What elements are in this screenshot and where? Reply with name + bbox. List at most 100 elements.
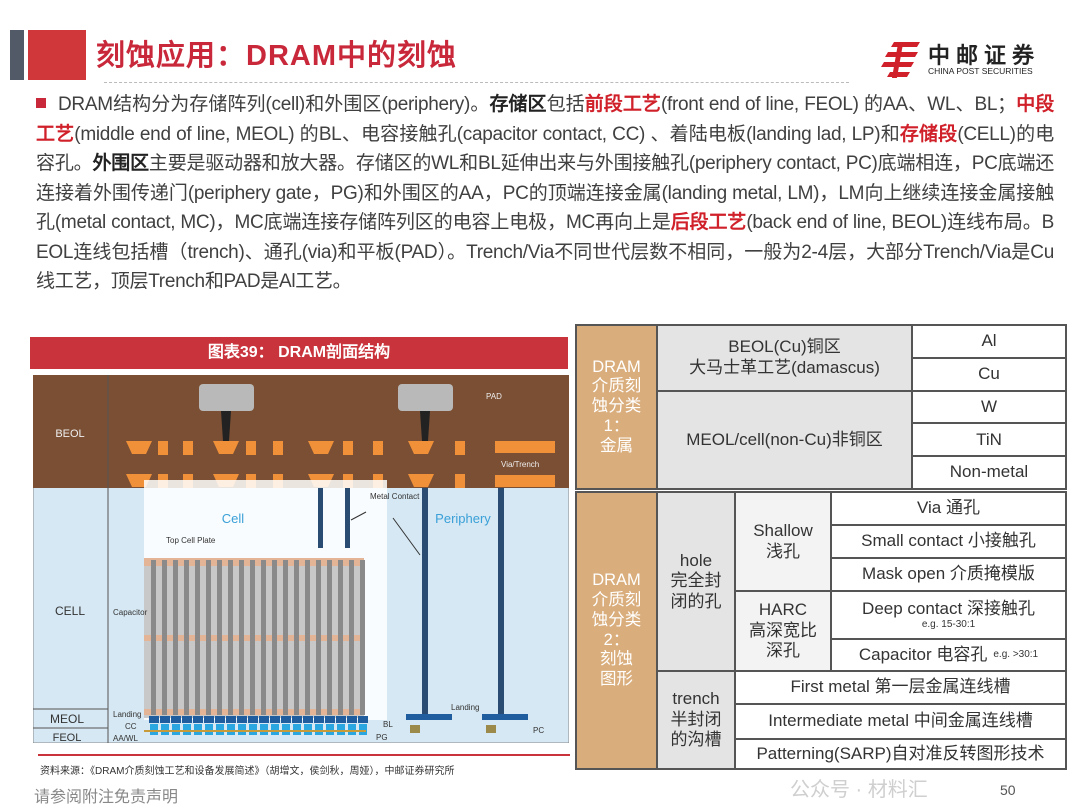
body-text: DRAM结构分为存储阵列(cell)和外围区(periphery)。 (58, 94, 490, 115)
pattern-classification-table: DRAM 介质刻 蚀分类 2： 刻蚀 图形 hole 完全封 闭的孔 Shall… (575, 491, 1067, 770)
pad (199, 384, 254, 411)
cell-contact (227, 724, 235, 735)
arrow-line (350, 511, 367, 521)
cell-contact (260, 724, 268, 735)
cell-contact (194, 724, 202, 735)
intermediate-metal-cell: Intermediate metal 中间金属连线槽 (736, 705, 1065, 738)
copper-trench (455, 474, 465, 488)
capacitor-column (261, 560, 266, 715)
metal-non-metal: Non-metal (913, 457, 1065, 488)
label-pg: PG (376, 733, 388, 742)
hole-cell: hole 完全封 闭的孔 (658, 493, 734, 670)
page-title: 刻蚀应用：DRAM中的刻蚀 (96, 40, 457, 72)
watermark: 公众号 · 材料汇 (790, 779, 928, 801)
label-top_cell_plate: Top Cell Plate (166, 536, 216, 545)
landing-pad (259, 716, 269, 723)
capacitor-column (195, 560, 200, 715)
landing-pad (248, 716, 258, 723)
capacitor-cell: Capacitor 电容孔 e.g. >30:1 (832, 640, 1065, 670)
harc-text: HARC 高深宽比 深孔 (749, 600, 817, 661)
metal-w: W (913, 391, 1065, 423)
cell-contact (337, 724, 345, 735)
body-paragraph: DRAM结构分为存储阵列(cell)和外围区(periphery)。存储区包括前… (36, 90, 1054, 297)
landing-pad (226, 716, 236, 723)
label-feol: FEOL (53, 732, 82, 743)
beol-region (33, 375, 569, 488)
highlight-term: 前段工艺 (584, 94, 662, 115)
copper-trench (158, 441, 168, 455)
body-text: 包括 (546, 94, 585, 115)
via-cell: Via 通孔 (832, 493, 1065, 524)
label-beol: BEOL (55, 428, 84, 440)
label-cell: Cell (222, 511, 245, 526)
copper-line (495, 475, 555, 487)
metal-contact-plug (345, 488, 350, 548)
shallow-cell: Shallow 浅孔 (736, 493, 830, 590)
landing-pad (303, 716, 313, 723)
hole-text: hole 完全封 闭的孔 (670, 550, 722, 611)
bullet-icon (36, 98, 46, 108)
capacitor-note: e.g. >30:1 (993, 649, 1039, 660)
capacitor-column (228, 560, 233, 715)
label-meol: MEOL (50, 712, 84, 726)
small-contact-cell: Small contact 小接触孔 (832, 526, 1065, 557)
label-via_trench: Via/Trench (501, 460, 539, 469)
capacitor-text: Capacitor 电容孔 (858, 644, 988, 664)
capacitor-column (217, 560, 222, 715)
copper-trench (273, 441, 283, 455)
label-pc: PC (533, 726, 544, 735)
label-capacitor: Capacitor (113, 608, 148, 617)
landing-pad (358, 716, 368, 723)
page-number: 50 (1000, 782, 1016, 798)
highlight-term: 外围区 (92, 153, 149, 174)
copper-trench (408, 441, 434, 454)
highlight-term: 中段工艺 (36, 94, 1054, 145)
cell-contact (282, 724, 290, 735)
metal-contact-plug (318, 488, 323, 548)
landing-pad (281, 716, 291, 723)
source-note: 资料来源：《DRAM介质刻蚀工艺和设备发展简述》（胡增文，侯剑秋，周娅），中邮证… (40, 766, 455, 777)
periphery-contact-plug (498, 488, 504, 718)
copper-trench (373, 441, 383, 455)
china-post-logo-icon (881, 42, 920, 78)
beol-cell: BEOL(Cu)铜区 大马士革工艺(damascus) (658, 326, 911, 390)
highlight-term: 后段工艺 (670, 212, 747, 233)
capacitor-column (250, 560, 255, 715)
company-logo: 中邮证券 CHINA POST SECURITIES (880, 38, 1055, 80)
periphery-contact-plug (422, 488, 428, 718)
capacitor-column (283, 560, 288, 715)
capacitor-column (151, 560, 156, 715)
landing-pad (160, 716, 170, 723)
label-landing2: Landing (451, 703, 479, 712)
metal-tin: TiN (913, 424, 1065, 456)
body-text: (front end of line, FEOL) 的AA、WL、BL； (660, 94, 1016, 115)
capacitor-column (239, 560, 244, 715)
source-divider (38, 754, 570, 756)
landing-pad (292, 716, 302, 723)
header-accent-bar (10, 30, 24, 80)
cell-contact (293, 724, 301, 735)
cell-contact (205, 724, 213, 735)
table1-category: DRAM 介质刻 蚀分类 1： 金属 (577, 326, 656, 488)
body-text: 主要是驱动器和放大器。存储区的WL和BL延伸出来与外围接触孔(periphery… (36, 153, 1054, 233)
label-pad: PAD (486, 392, 502, 401)
pad-via (221, 411, 231, 441)
trench-cell: trench 半封闭 的沟槽 (658, 672, 734, 768)
table2-category-text: DRAM 介质刻 蚀分类 2： 刻蚀 图形 (591, 571, 642, 689)
cell-contact (271, 724, 279, 735)
capacitor-column (316, 560, 321, 715)
capacitor-column (173, 560, 178, 715)
table2-category: DRAM 介质刻 蚀分类 2： 刻蚀 图形 (577, 493, 656, 768)
periphery-gate (410, 725, 420, 733)
landing-pad (347, 716, 357, 723)
metal-cu: Cu (913, 358, 1065, 390)
trench-text: trench 半封闭 的沟槽 (670, 689, 722, 750)
capacitor-column (294, 560, 299, 715)
copper-trench (246, 441, 256, 455)
disclaimer: 请参阅附注免责声明 (34, 789, 179, 806)
capacitor-column (184, 560, 189, 715)
harc-cell: HARC 高深宽比 深孔 (736, 592, 830, 670)
label-landing: Landing (113, 710, 141, 719)
label-cc: CC (125, 722, 137, 731)
capacitor-column (327, 560, 332, 715)
